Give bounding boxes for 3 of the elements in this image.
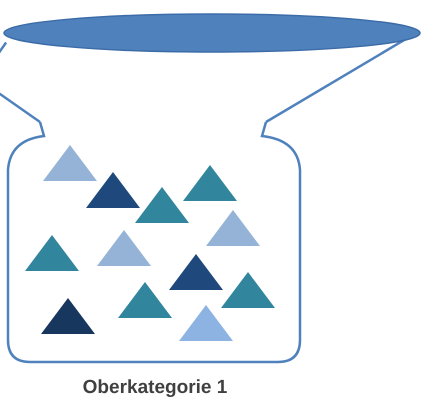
funnel-line — [0, 42, 41, 124]
category-label: Oberkategorie 1 — [82, 377, 228, 399]
ellipse-shape — [3, 13, 421, 53]
